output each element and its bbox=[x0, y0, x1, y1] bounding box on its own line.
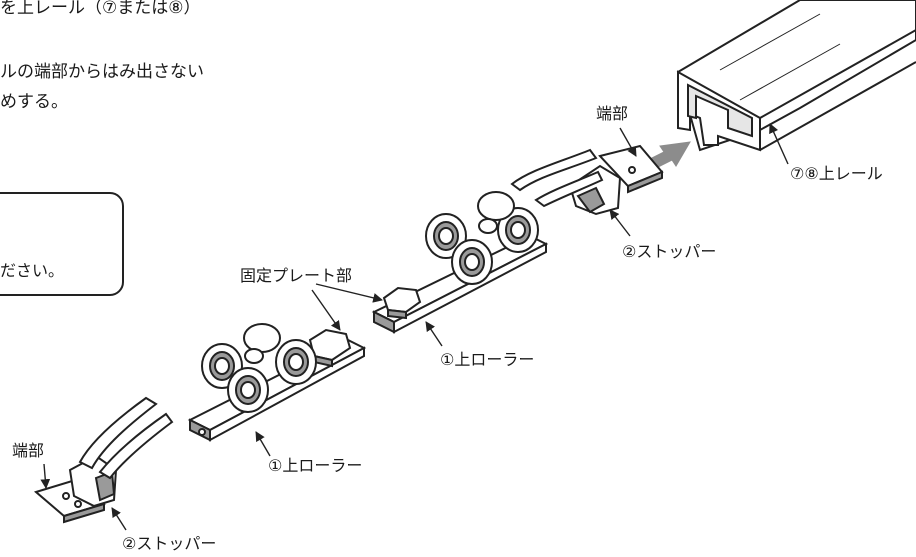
upper-stopper bbox=[510, 144, 664, 216]
lower-stopper bbox=[33, 396, 174, 524]
label-rail: ⑦⑧上レール bbox=[790, 164, 883, 183]
note-callout bbox=[0, 192, 124, 296]
upper-rail bbox=[676, 0, 916, 152]
label-end-bottom: 端部 bbox=[12, 441, 45, 460]
label-stopper-lower: ②ストッパー bbox=[122, 534, 217, 553]
label-roller-upper: ①上ローラー bbox=[440, 350, 535, 369]
note-text: ださい。 bbox=[0, 261, 65, 280]
instruction-line-1: を上レール（⑦または⑧） bbox=[0, 0, 201, 18]
instruction-line-3: めする。 bbox=[0, 92, 68, 112]
leader-lines bbox=[40, 123, 789, 531]
label-roller-lower: ①上ローラー bbox=[268, 456, 363, 475]
instruction-line-2: ルの端部からはみ出さない bbox=[0, 62, 204, 82]
label-fixed-plate: 固定プレート部 bbox=[240, 266, 353, 285]
lower-roller bbox=[187, 323, 367, 442]
label-stopper-upper: ②ストッパー bbox=[622, 242, 717, 261]
label-end-top: 端部 bbox=[596, 104, 629, 123]
upper-roller bbox=[371, 191, 549, 334]
